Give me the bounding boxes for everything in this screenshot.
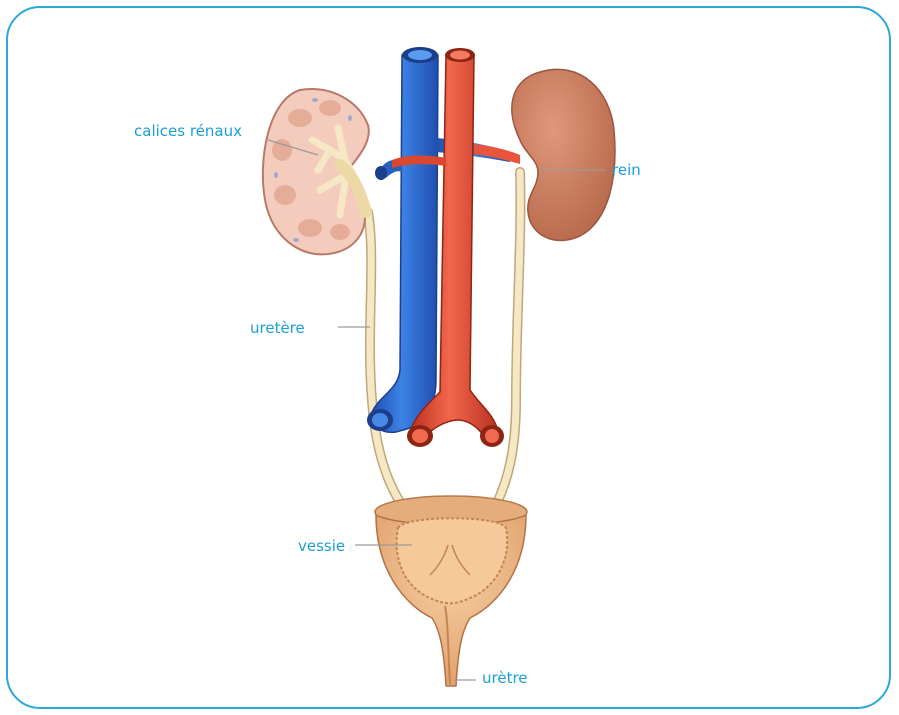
left-ureter-inner	[368, 212, 402, 505]
label-rein: rein	[612, 161, 641, 179]
label-uretere: uretère	[250, 319, 305, 337]
label-uretre: urètre	[482, 669, 528, 687]
vena-cava	[372, 55, 438, 432]
right-kidney	[512, 69, 615, 240]
label-vessie: vessie	[298, 537, 345, 555]
label-calices-renaux: calices rénaux	[134, 122, 242, 140]
